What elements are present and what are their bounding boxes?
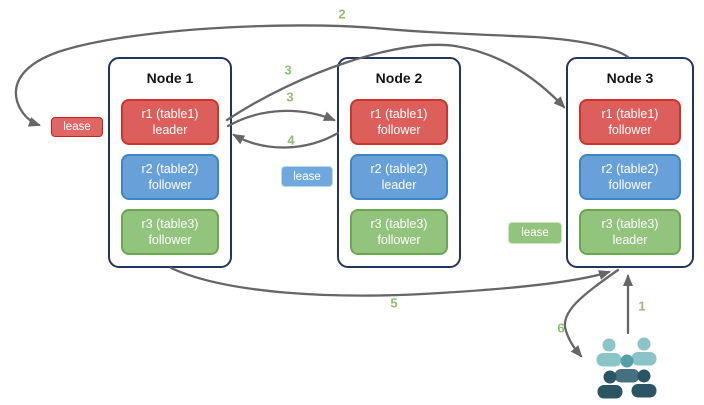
node-2-title: Node 2 [375, 70, 423, 86]
node3-replica-r1: r1 (table1) follower [579, 99, 681, 145]
step-label-1: 1 [638, 298, 646, 314]
replica-role: follower [377, 123, 421, 137]
user-dark-left [597, 370, 623, 399]
node1-replica-r1: r1 (table1) leader [121, 99, 219, 145]
user-light-left [596, 338, 622, 367]
replica-role: follower [148, 178, 192, 192]
replica-name: r1 (table1) [370, 106, 428, 121]
step-label-3-top: 3 [284, 62, 292, 78]
lease-tag-red: lease [51, 117, 103, 137]
replica-name: r3 (table3) [141, 216, 199, 231]
node3-replica-r3: r3 (table3) leader [579, 209, 681, 255]
node2-replica-r2: r2 (table2) leader [350, 154, 448, 200]
replica-name: r3 (table3) [601, 216, 659, 231]
step-label-2: 2 [338, 6, 346, 22]
arrow-5-response-to-gateway [169, 266, 611, 297]
node-3-title: Node 3 [606, 70, 654, 86]
node-1-box: Node 1 r1 (table1) leader r2 (table2) fo… [108, 57, 232, 268]
arrow-3-replicate-to-node2 [226, 109, 336, 128]
step-label-5: 5 [390, 295, 398, 311]
replica-role: follower [608, 123, 652, 137]
node2-replica-r3: r3 (table3) follower [350, 209, 448, 255]
user-dark-right [631, 369, 657, 398]
replica-name: r1 (table1) [601, 106, 659, 121]
lease-tag-green: lease [508, 222, 562, 244]
user-light-right [631, 337, 657, 366]
arrow-4-ack-to-leader [232, 131, 340, 149]
replica-name: r2 (table2) [601, 161, 659, 176]
node-2-box: Node 2 r1 (table1) follower r2 (table2) … [337, 57, 461, 268]
replica-name: r2 (table2) [141, 161, 199, 176]
replica-name: r1 (table1) [141, 106, 199, 121]
node-1-title: Node 1 [146, 70, 194, 86]
replica-name: r2 (table2) [370, 161, 428, 176]
replica-role: leader [152, 123, 188, 137]
replica-role: follower [377, 233, 421, 247]
step-label-6: 6 [557, 320, 565, 336]
node1-replica-r3: r3 (table3) follower [121, 209, 219, 255]
replica-role: leader [381, 178, 417, 192]
users-group-icon [596, 337, 657, 399]
node2-replica-r1: r1 (table1) follower [350, 99, 448, 145]
step-label-3-mid: 3 [286, 89, 294, 105]
lease-tag-blue: lease [281, 166, 333, 187]
replica-role: leader [612, 233, 648, 247]
replica-role: follower [608, 178, 652, 192]
node1-replica-r2: r2 (table2) follower [121, 154, 219, 200]
node3-replica-r2: r2 (table2) follower [579, 154, 681, 200]
user-mid-center [614, 354, 640, 383]
replica-name: r3 (table3) [370, 216, 428, 231]
node-3-box: Node 3 r1 (table1) follower r2 (table2) … [566, 57, 694, 268]
step-label-4: 4 [287, 132, 295, 148]
replica-role: follower [148, 233, 192, 247]
